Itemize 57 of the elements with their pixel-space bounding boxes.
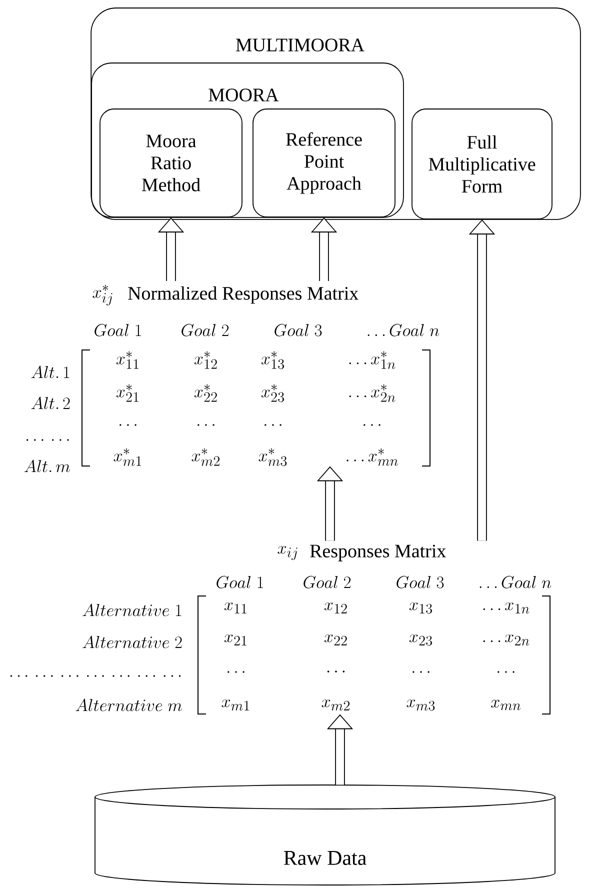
row-label: $\ldots\,\ldots\,\ldots\,\ldots\,\ldots\,\ldots\,\ldots$ [10,675,181,677]
matrix-cell: $\ldots x_{2n}^{*}$ [349,384,396,402]
matrix-cell: $x_{13}$ [409,602,432,614]
matrix-cell: $\ldots x_{2n}$ [483,634,530,646]
row-label: $Alt.\,2$ [31,396,70,410]
matrix-cell: $x_{13}^{*}$ [261,351,284,370]
matrix-cell: $\ldots$ [228,671,244,673]
matrix-cell: $x_{23}$ [409,634,432,646]
column-header: $\ldots Goal\;n$ [480,576,552,588]
matrix-cell: $x_{m2}$ [322,699,350,711]
matrix-cell: $x_{11}^{*}$ [116,351,138,369]
column-header: $Goal\;1$ [216,576,263,588]
matrix-cell: $x_{21}$ [224,634,246,646]
row-label: $Alternative\;1$ [82,604,182,616]
matrix-cell: $x_{m1}$ [222,699,250,711]
cylinder: Raw Data [94,784,556,886]
column-header: $\ldots Goal\;n$ [368,324,440,336]
method-box: Moora Ratio Method [100,108,242,218]
column-header: $Goal\;1$ [94,324,141,336]
matrix-cell: $\ldots$ [198,424,214,426]
matrix-cell: $\ldots$ [412,671,430,673]
column-header: $Goal\;3$ [274,324,322,336]
matrix-cell: $\ldots x_{1n}^{*}$ [349,351,396,369]
row-label: $Alternative\;m$ [76,698,182,712]
method-box: Reference Point Approach [252,108,396,218]
node-label: Raw Data [284,851,366,865]
matrix-cell: $\ldots x_{mn}^{*}$ [346,448,398,466]
method-box: Full Multiplicative Form [412,108,552,220]
matrix-cell: $x_{12}^{*}$ [194,351,217,369]
matrix-cell: $x_{mn}$ [491,700,520,710]
row-label: $Alt.\,1$ [31,366,70,378]
row-label: $Alternative\;2$ [82,636,182,648]
matrix-cell: $x_{m3}$ [406,699,435,711]
matrix-cell: $x_{12}$ [324,602,347,614]
matrix-cell: $x_{22}$ [324,634,347,646]
matrix-title: Responses Matrix [310,544,446,562]
matrix-symbol: $x_{ij}$ [278,546,298,560]
column-header: $Goal\;2$ [304,576,351,588]
column-header: $Goal\;3$ [396,576,444,588]
row-label: $Alt.\,m$ [24,460,70,472]
matrix-cell: $\ldots$ [364,424,380,426]
matrix-cell: $x_{23}^{*}$ [261,384,284,402]
matrix-cell: $\ldots$ [120,424,136,426]
matrix-cell: $\ldots$ [498,671,514,673]
matrix-cell: $x_{m2}^{*}$ [192,448,220,466]
row-label: $\ldots\,\ldots$ [26,439,69,441]
matrix-cell: $x_{m3}^{*}$ [258,448,287,466]
matrix-cell: $\ldots$ [264,424,282,426]
matrix-symbol: $x_{ij}^{*}$ [92,284,112,306]
column-header: $Goal\;2$ [182,324,229,336]
matrix-cell: $x_{22}^{*}$ [194,384,217,402]
matrix-cell: $x_{m1}^{*}$ [114,448,142,466]
matrix-cell: $x_{21}^{*}$ [116,384,138,402]
matrix-cell: $\ldots x_{1n}$ [483,602,530,614]
matrix-cell: $\cdots$ [327,670,345,672]
matrix-cell: $x_{11}$ [224,602,246,614]
matrix-title: Normalized Responses Matrix [128,286,358,304]
